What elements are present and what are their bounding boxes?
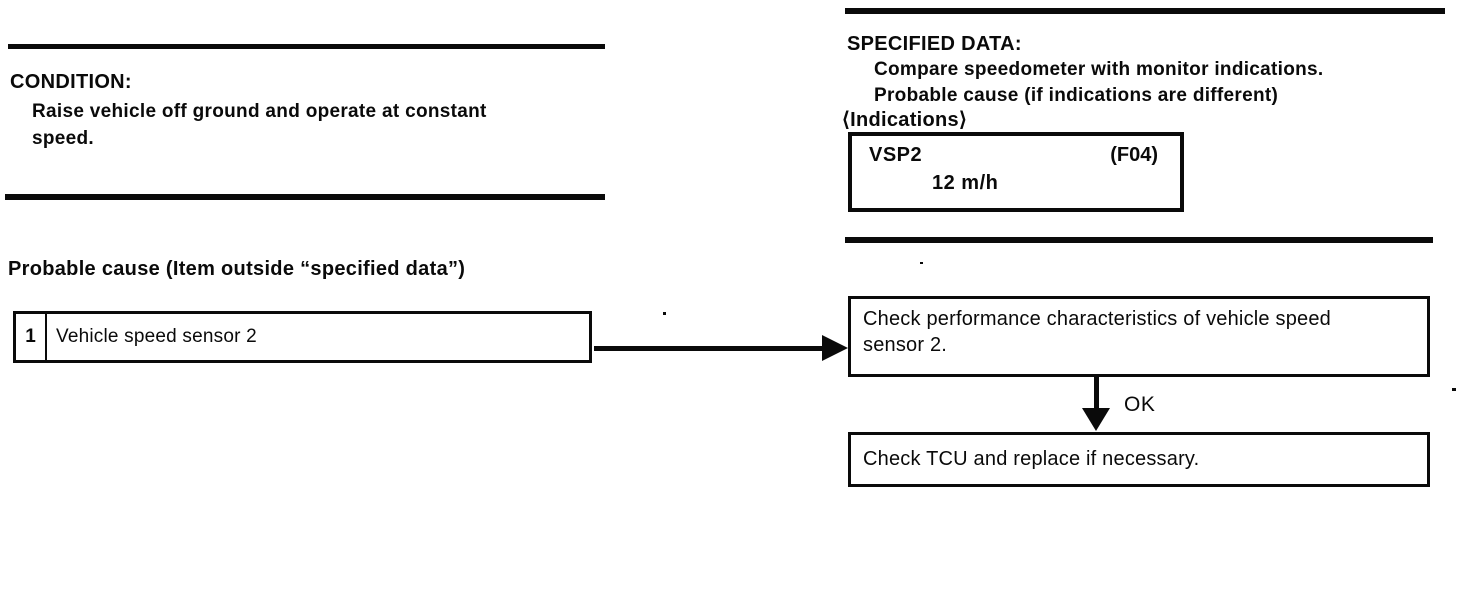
scan-speck bbox=[920, 262, 923, 264]
probable-cause-row-number: 1 bbox=[16, 314, 47, 360]
specified-data-instruction-1: Compare speedometer with monitor indicat… bbox=[874, 59, 1324, 80]
right-arrow-line bbox=[594, 346, 826, 351]
monitor-value: 12 m/h bbox=[932, 172, 999, 194]
down-arrow-icon bbox=[1082, 408, 1110, 431]
monitor-channel-label: VSP2 bbox=[869, 144, 923, 166]
condition-body: Raise vehicle off ground and operate at … bbox=[32, 101, 487, 149]
down-arrow-line bbox=[1094, 377, 1099, 413]
specified-data-bottom-rule bbox=[845, 237, 1433, 243]
probable-cause-label: Probable cause (Item outside “specified … bbox=[8, 258, 466, 280]
monitor-display-box: VSP2 (F04) 12 m/h bbox=[848, 132, 1184, 212]
probable-cause-row-text: Vehicle speed sensor 2 bbox=[56, 326, 257, 347]
condition-heading: CONDITION: bbox=[10, 71, 132, 93]
indications-label: ⟨Indications⟩ bbox=[842, 109, 968, 131]
condition-bottom-rule bbox=[5, 194, 605, 200]
flow-step-check-sensor: Check performance characteristics of veh… bbox=[848, 296, 1430, 377]
specified-data-top-rule bbox=[845, 8, 1445, 14]
specified-data-instruction-2: Probable cause (if indications are diffe… bbox=[874, 85, 1279, 106]
scan-speck bbox=[663, 312, 666, 315]
scan-speck bbox=[1452, 388, 1456, 391]
flow-step-check-tcu: Check TCU and replace if necessary. bbox=[848, 432, 1430, 487]
monitor-code: (F04) bbox=[1110, 144, 1158, 166]
ok-label: OK bbox=[1124, 393, 1156, 416]
condition-top-rule bbox=[8, 44, 605, 49]
right-arrow-icon bbox=[822, 335, 848, 361]
specified-data-heading: SPECIFIED DATA: bbox=[847, 33, 1022, 55]
probable-cause-row: 1 Vehicle speed sensor 2 bbox=[13, 311, 592, 363]
